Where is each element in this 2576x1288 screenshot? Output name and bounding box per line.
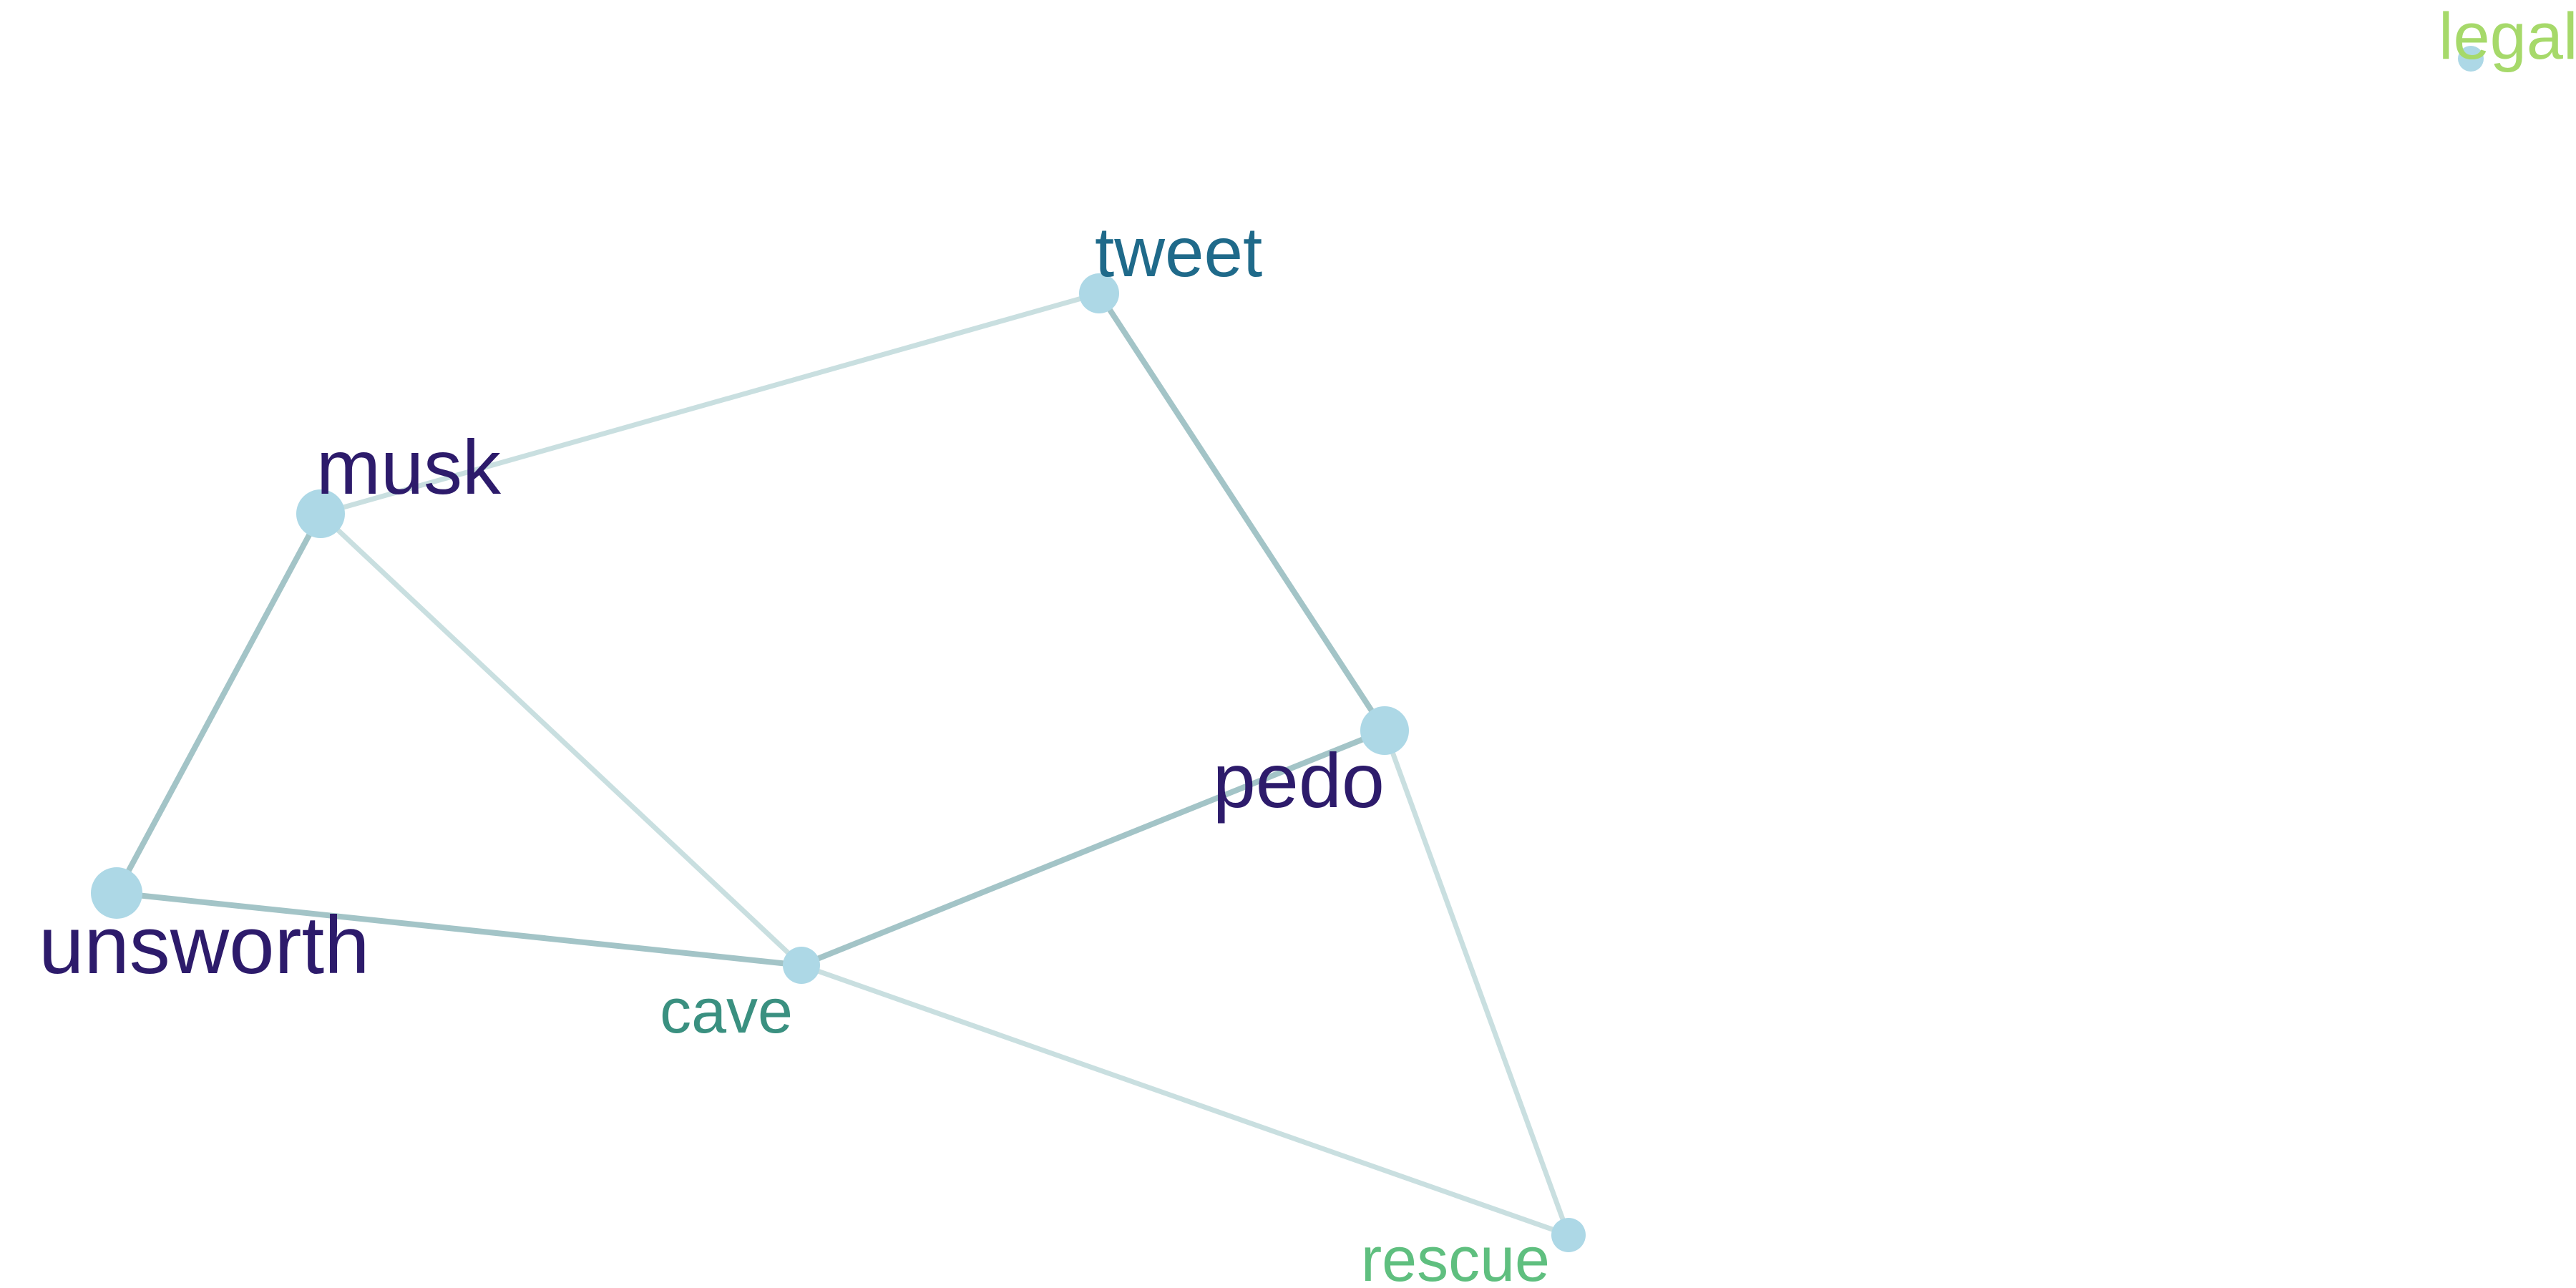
node-legal [2458, 46, 2484, 72]
edge-pedo-rescue [1382, 728, 1571, 1238]
node-label-tweet: tweet [1095, 213, 1262, 291]
node-cave [783, 947, 820, 984]
node-label-rescue: rescue [1361, 1224, 1550, 1288]
node-pedo [1360, 706, 1409, 755]
edge-musk-cave [318, 511, 804, 968]
node-unsworth [91, 867, 142, 919]
edge-layer [114, 291, 1571, 1238]
node-layer [91, 46, 2484, 1252]
edge-cave-pedo [799, 728, 1387, 968]
label-layer: legal tweet musk pedo unsworth cave rescue [39, 0, 2576, 1288]
edge-tweet-pedo [1096, 291, 1387, 733]
edge-musk-tweet [318, 291, 1102, 517]
node-tweet [1079, 273, 1119, 313]
node-label-legal: legal [2439, 0, 2576, 73]
node-label-pedo: pedo [1213, 737, 1385, 824]
edge-musk-unsworth [114, 511, 323, 896]
node-label-unsworth: unsworth [39, 900, 370, 991]
node-musk [296, 489, 345, 538]
node-rescue [1551, 1218, 1586, 1252]
edge-cave-rescue [799, 962, 1571, 1238]
edge-unsworth-cave [114, 890, 804, 968]
node-label-musk: musk [316, 424, 502, 510]
node-label-cave: cave [660, 975, 793, 1046]
